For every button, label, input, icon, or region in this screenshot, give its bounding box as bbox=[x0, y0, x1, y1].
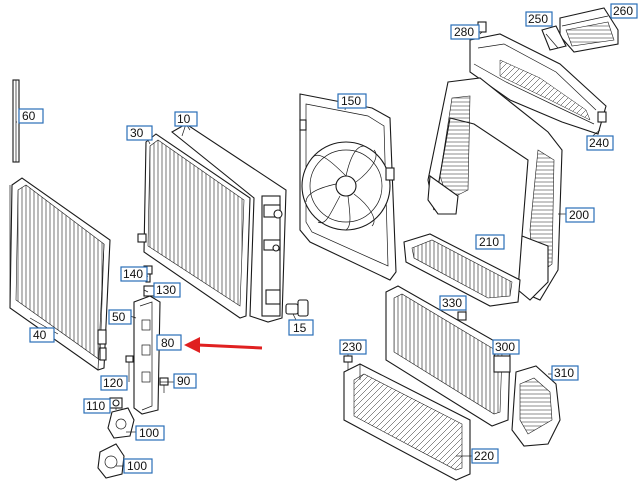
part-120-bolt bbox=[125, 355, 134, 376]
callout-10-label: 10 bbox=[177, 112, 191, 126]
callout-240-label: 240 bbox=[589, 136, 609, 150]
callout-100-lower: 100 bbox=[123, 458, 153, 474]
callout-40: 40 bbox=[29, 327, 55, 343]
part-30-radiator bbox=[143, 133, 251, 319]
callout-150-label: 150 bbox=[341, 94, 361, 108]
part-90-bolt bbox=[159, 377, 169, 393]
callout-280-label: 280 bbox=[454, 25, 474, 39]
part-150-fan-shroud bbox=[299, 93, 397, 281]
callout-60: 60 bbox=[18, 108, 44, 124]
part-250-seal bbox=[541, 25, 567, 51]
callout-100-upper: 100 bbox=[135, 425, 165, 441]
callout-50-label: 50 bbox=[112, 310, 126, 324]
callout-120-label: 120 bbox=[103, 376, 123, 390]
callout-10: 10 bbox=[174, 111, 198, 127]
callout-50: 50 bbox=[108, 309, 132, 325]
callout-80: 80 bbox=[156, 334, 182, 351]
callout-250: 250 bbox=[525, 11, 553, 27]
callout-130: 130 bbox=[153, 282, 181, 298]
callout-300-label: 300 bbox=[495, 340, 515, 354]
part-300-grille-frame bbox=[385, 285, 511, 427]
part-80-bracket bbox=[133, 295, 161, 415]
callout-90: 90 bbox=[173, 373, 197, 389]
part-330-clip bbox=[457, 311, 467, 321]
part-10-radiator-tank bbox=[137, 123, 287, 323]
callout-130-label: 130 bbox=[156, 283, 176, 297]
callout-330-label: 330 bbox=[442, 296, 462, 310]
callout-240: 240 bbox=[586, 135, 614, 151]
part-15-sensor bbox=[285, 299, 309, 317]
callout-310-label: 310 bbox=[554, 366, 574, 380]
callout-15: 15 bbox=[288, 319, 314, 336]
callout-220: 220 bbox=[471, 448, 499, 464]
callout-90-label: 90 bbox=[177, 374, 191, 388]
callout-40-label: 40 bbox=[33, 328, 47, 342]
callout-150: 150 bbox=[337, 93, 367, 109]
callout-110-label: 110 bbox=[86, 399, 105, 413]
callout-300: 300 bbox=[492, 339, 520, 355]
callout-220-label: 220 bbox=[474, 449, 494, 463]
callout-230: 230 bbox=[339, 339, 367, 355]
part-100-mount-lower bbox=[97, 443, 125, 479]
part-60-rod bbox=[12, 79, 20, 163]
callout-60-label: 60 bbox=[22, 109, 36, 123]
callout-140-label: 140 bbox=[123, 267, 143, 281]
part-100-mount-upper bbox=[107, 407, 135, 439]
callout-260-label: 260 bbox=[613, 4, 633, 18]
part-200-side-air-guide bbox=[427, 77, 563, 301]
callout-260: 260 bbox=[610, 3, 638, 19]
callout-210: 210 bbox=[475, 234, 505, 250]
callout-110: 110 bbox=[83, 398, 111, 414]
callout-230-label: 230 bbox=[342, 340, 362, 354]
callout-250-label: 250 bbox=[528, 12, 548, 26]
part-310-side-bracket bbox=[511, 365, 561, 447]
part-40-condenser bbox=[9, 177, 111, 371]
highlight-arrow bbox=[184, 337, 263, 353]
callout-30-label: 30 bbox=[130, 126, 144, 140]
part-210-baffle bbox=[403, 233, 521, 307]
part-230-bolt bbox=[343, 355, 353, 370]
part-260-air-duct bbox=[559, 7, 619, 53]
callout-100-upper-label: 100 bbox=[139, 426, 159, 440]
callout-330: 330 bbox=[439, 295, 467, 311]
callout-280: 280 bbox=[450, 24, 480, 40]
callout-30: 30 bbox=[126, 125, 153, 141]
part-240-air-guide bbox=[469, 33, 607, 135]
callout-80-label: 80 bbox=[161, 336, 175, 350]
callout-120: 120 bbox=[100, 375, 128, 391]
callout-140: 140 bbox=[120, 266, 148, 282]
part-220-shutter bbox=[343, 363, 471, 481]
part-110-clip bbox=[109, 397, 123, 409]
callout-210-label: 210 bbox=[479, 235, 499, 249]
callout-15-label: 15 bbox=[293, 321, 307, 335]
callout-200: 200 bbox=[565, 207, 595, 223]
callout-100-lower-label: 100 bbox=[127, 459, 147, 473]
callout-310: 310 bbox=[551, 365, 579, 381]
callout-200-label: 200 bbox=[569, 208, 589, 222]
